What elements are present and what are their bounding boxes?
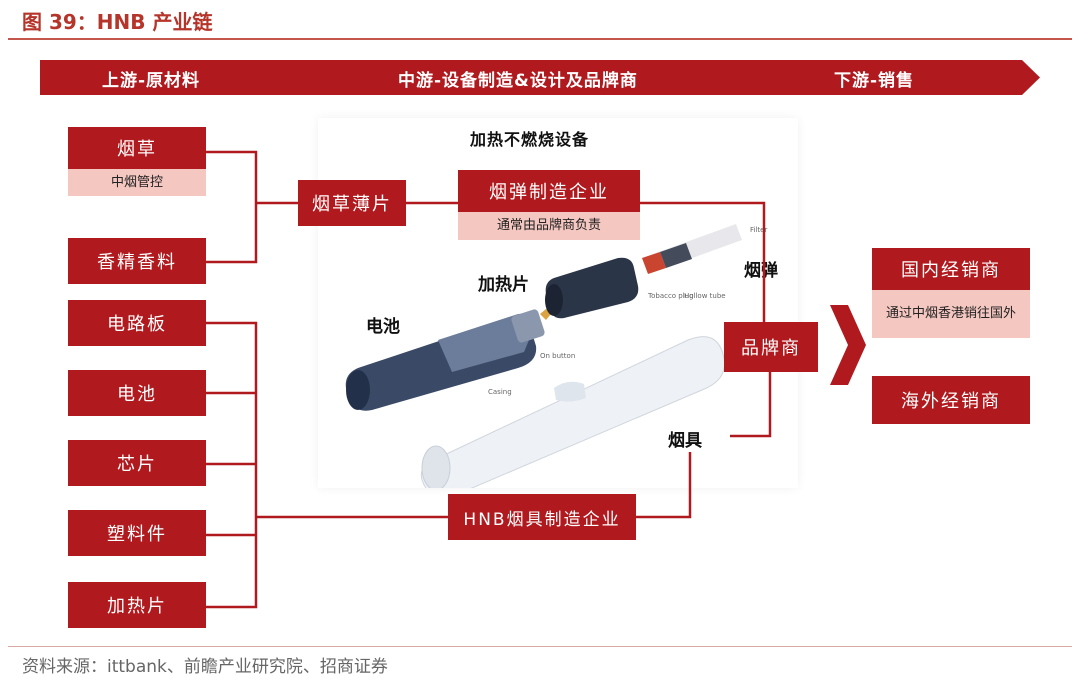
banner-midstream-label: 中游-设备制造&设计及品牌商: [398, 71, 638, 91]
box-plastic-parts: 塑料件: [68, 510, 206, 556]
filter-annotation: Filter: [750, 226, 767, 234]
box-tobacco-sheet: 烟草薄片: [298, 180, 406, 226]
box-cartridge-maker-note: 通常由品牌商负责: [458, 212, 640, 240]
box-brand: 品牌商: [724, 322, 818, 372]
box-domestic-distributor: 国内经销商: [872, 248, 1030, 290]
box-domestic-distributor-note: 通过中烟香港销往国外: [872, 290, 1030, 338]
casing-annotation: Casing: [488, 388, 512, 396]
box-circuit-board: 电路板: [68, 300, 206, 346]
on-button-annotation: On button: [540, 352, 575, 360]
box-heating-blade: 加热片: [68, 582, 206, 628]
banner-downstream-label: 下游-销售: [834, 71, 915, 91]
box-battery: 电池: [68, 370, 206, 416]
box-tobacco-note: 中烟管控: [68, 169, 206, 196]
battery-holder-illustration: [345, 309, 545, 411]
footer-divider: [8, 646, 1072, 647]
hnb-device-illustration: Filter Tobacco plug Hollow tube On butto…: [345, 224, 767, 488]
box-tobacco: 烟草: [68, 127, 206, 169]
box-device-maker: HNB烟具制造企业: [448, 494, 636, 540]
hollow-tube-annotation: Hollow tube: [684, 292, 726, 300]
image-label-heating-blade: 加热片: [478, 275, 529, 295]
box-cartridge-maker: 烟弹制造企业: [458, 170, 640, 212]
cap-illustration: [545, 257, 639, 319]
device-body-illustration: [420, 336, 726, 488]
box-chip: 芯片: [68, 440, 206, 486]
image-label-battery: 电池: [366, 317, 400, 337]
banner-upstream-label: 上游-原材料: [102, 71, 201, 91]
image-label-device: 烟具: [668, 431, 702, 451]
box-flavor: 香精香料: [68, 238, 206, 284]
source-note: 资料来源：ittbank、前瞻产业研究院、招商证券: [22, 657, 388, 677]
device-title: 加热不燃烧设备: [470, 130, 590, 149]
tobacco-plug-annotation: Tobacco plug: [647, 292, 694, 300]
stage-banner: [40, 60, 1040, 95]
cartridge-illustration: [642, 224, 742, 274]
box-overseas-distributor: 海外经销商: [872, 376, 1030, 424]
figure-title: 图 39：HNB 产业链: [22, 10, 213, 34]
image-label-cartridge: 烟弹: [744, 261, 778, 281]
title-divider: [8, 38, 1072, 40]
downstream-arrow: [830, 305, 866, 385]
